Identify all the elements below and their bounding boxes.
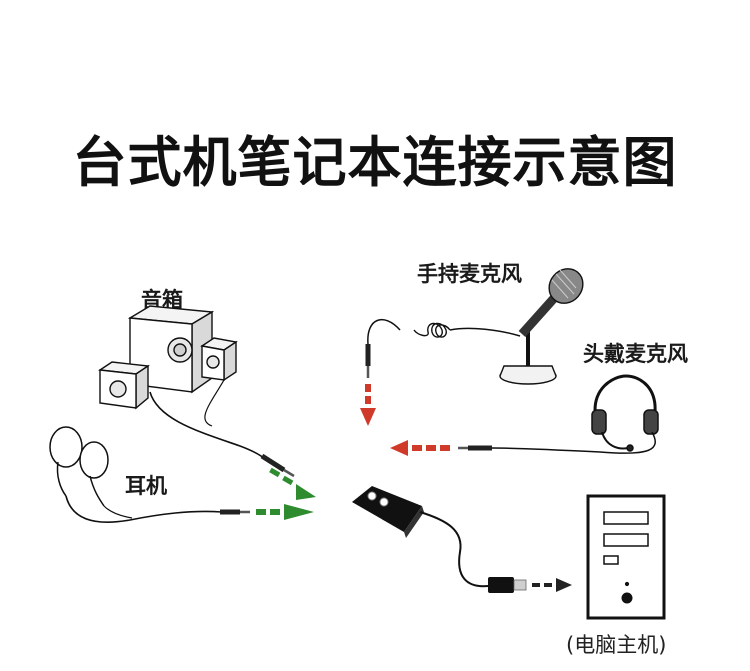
handheld-mic-cable: [449, 327, 521, 337]
headset-mic-input-arrow: [390, 440, 450, 456]
usb-plug-icon: [488, 577, 527, 593]
headset-mic-cable: [491, 431, 656, 454]
usb-sound-card-icon: [352, 486, 424, 538]
headset-mic-label: 头戴麦克风: [583, 342, 688, 366]
pc-tower-icon: [586, 494, 666, 620]
usb-cable: [419, 511, 489, 588]
earphone-output-arrow: [256, 504, 314, 520]
handheld-mic-input-arrow: [360, 384, 376, 426]
speaker-plug-icon: [260, 453, 295, 478]
speaker-output-arrow: [269, 467, 316, 500]
earphone-cable: [65, 495, 223, 523]
handheld-mic-label: 手持麦克风: [417, 262, 522, 286]
earphone-icon: [49, 426, 109, 507]
pc-label: (电脑主机): [566, 633, 667, 657]
speaker-cable: [149, 391, 267, 461]
speaker-icon: [98, 305, 238, 410]
usb-arrow: [532, 578, 572, 592]
earphone-label: 耳机: [125, 474, 167, 498]
diagram-title: 台式机笔记本连接示意图: [72, 131, 678, 194]
headset-mic-icon: [591, 374, 659, 452]
handheld-mic-icon: [499, 268, 584, 385]
